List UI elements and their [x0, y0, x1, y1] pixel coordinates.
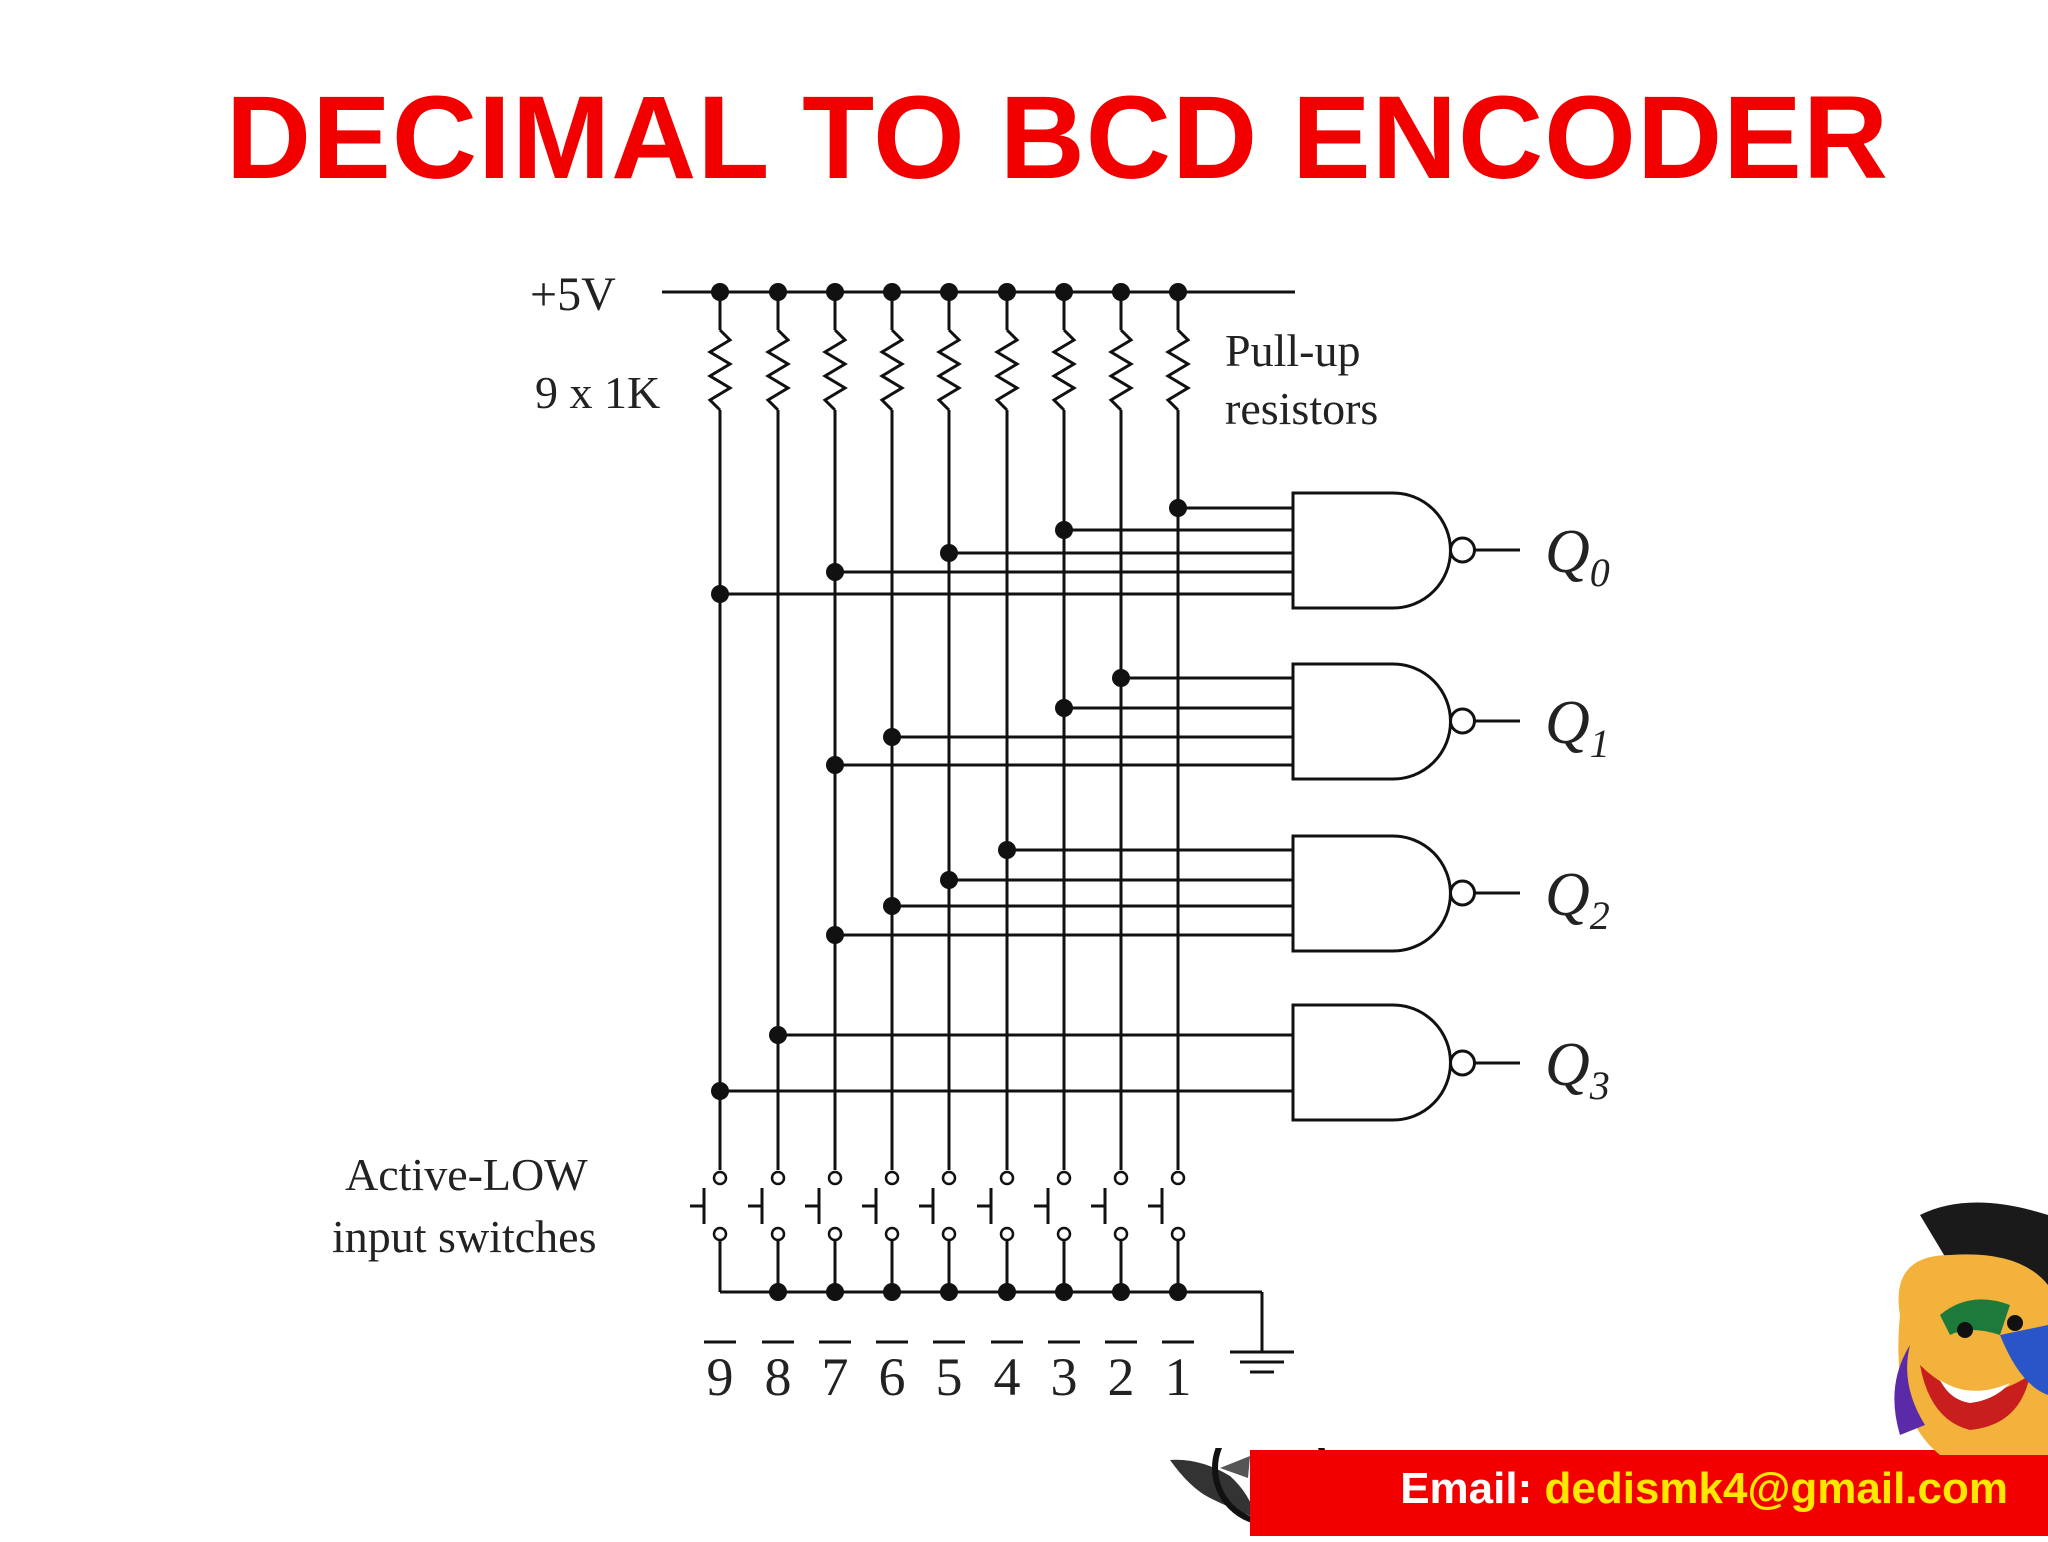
junction-dot — [826, 926, 844, 944]
junction-dot — [1169, 283, 1187, 301]
switch-contact — [1113, 1226, 1129, 1242]
junction-dot — [769, 283, 787, 301]
input-label-5: 5 — [936, 1347, 963, 1407]
junction-dot — [711, 585, 729, 603]
slide-title: DECIMAL TO BCD ENCODER — [225, 72, 1890, 204]
switch-contact — [712, 1170, 728, 1186]
inversion-bubble — [1449, 707, 1476, 735]
input-label-6: 6 — [879, 1347, 906, 1407]
junction-dot — [711, 1082, 729, 1100]
resistor — [765, 328, 791, 412]
switch-contact — [941, 1226, 957, 1242]
junction-dot — [940, 544, 958, 562]
junction-dot — [1055, 283, 1073, 301]
input-label-7: 7 — [822, 1347, 849, 1407]
input-label-2: 2 — [1108, 1347, 1135, 1407]
switch-label: Active-LOW — [345, 1149, 588, 1200]
pullup-label: Pull-up — [1225, 325, 1360, 376]
resistor — [822, 328, 848, 412]
resistor — [1051, 328, 1077, 412]
switch-contact — [770, 1226, 786, 1242]
junction-dot — [998, 283, 1016, 301]
resistor — [936, 328, 962, 412]
switch-contact — [1056, 1226, 1072, 1242]
email-address[interactable]: dedismk4@gmail.com — [1544, 1464, 2008, 1513]
inversion-bubble — [1449, 1049, 1476, 1077]
junction-dot — [711, 283, 729, 301]
nand-gates — [1291, 491, 1476, 1122]
switch-contact — [999, 1170, 1015, 1186]
resistor — [1165, 328, 1191, 412]
nand-gate — [1291, 1003, 1452, 1122]
junction-dot — [1055, 521, 1073, 539]
switch-contact — [884, 1226, 900, 1242]
inversion-bubble — [1449, 879, 1476, 907]
input-label-8: 8 — [765, 1347, 792, 1407]
resistor — [707, 328, 733, 412]
junction-dot — [826, 563, 844, 581]
junction-dot — [769, 1283, 787, 1301]
footer-email[interactable]: Email: dedismk4@gmail.com — [1400, 1464, 2008, 1514]
switch-label: input switches — [332, 1211, 596, 1262]
junction-dot — [1169, 1283, 1187, 1301]
switch-contact — [1113, 1170, 1129, 1186]
junction-dot — [1112, 669, 1130, 687]
switch-contact — [884, 1170, 900, 1186]
junction-dot — [826, 756, 844, 774]
junction-dot — [883, 283, 901, 301]
footer-bar: Email: dedismk4@gmail.com — [1250, 1450, 2048, 1536]
output-label-q3: Q3 — [1545, 1031, 1610, 1108]
input-label-3: 3 — [1051, 1347, 1078, 1407]
resistor — [1108, 328, 1134, 412]
supply-label: +5V — [530, 268, 616, 321]
junction-dot — [883, 897, 901, 915]
junction-dot — [940, 1283, 958, 1301]
junction-dots — [711, 283, 1187, 1301]
resistor — [879, 328, 905, 412]
switch-contact — [1170, 1226, 1186, 1242]
input-label-1: 1 — [1165, 1347, 1192, 1407]
output-label-q0: Q0 — [1545, 518, 1610, 595]
output-label-q2: Q2 — [1545, 861, 1610, 938]
junction-dot — [826, 1283, 844, 1301]
junction-dot — [1055, 699, 1073, 717]
junction-dot — [883, 1283, 901, 1301]
circuit-wires — [662, 290, 1520, 1374]
switch-contact — [770, 1170, 786, 1186]
junction-dot — [1112, 1283, 1130, 1301]
junction-dot — [826, 283, 844, 301]
pullup-label: resistors — [1225, 383, 1378, 434]
nand-gate — [1291, 491, 1452, 610]
junction-dot — [998, 1283, 1016, 1301]
input-label-4: 4 — [994, 1347, 1021, 1407]
junction-dot — [883, 728, 901, 746]
junction-dot — [940, 871, 958, 889]
junction-dot — [998, 841, 1016, 859]
resistor — [994, 328, 1020, 412]
resistor-label: 9 x 1K — [535, 367, 660, 418]
inversion-bubble — [1449, 536, 1476, 564]
switch-contact — [827, 1170, 843, 1186]
junction-dot — [1169, 499, 1187, 517]
junction-dot — [769, 1026, 787, 1044]
junction-dot — [940, 283, 958, 301]
nand-gate — [1291, 662, 1452, 781]
junction-dot — [1112, 283, 1130, 301]
switch-contact — [941, 1170, 957, 1186]
junction-dot — [1055, 1283, 1073, 1301]
switch-contact — [999, 1226, 1015, 1242]
switch-contact — [1056, 1170, 1072, 1186]
output-label-q1: Q1 — [1545, 689, 1610, 766]
avatar — [1880, 1195, 2048, 1459]
switch-contact — [712, 1226, 728, 1242]
switch-contact — [1170, 1170, 1186, 1186]
email-prefix: Email: — [1400, 1464, 1545, 1513]
nand-gate — [1291, 834, 1452, 953]
switch-contact — [827, 1226, 843, 1242]
input-label-9: 9 — [707, 1347, 734, 1407]
